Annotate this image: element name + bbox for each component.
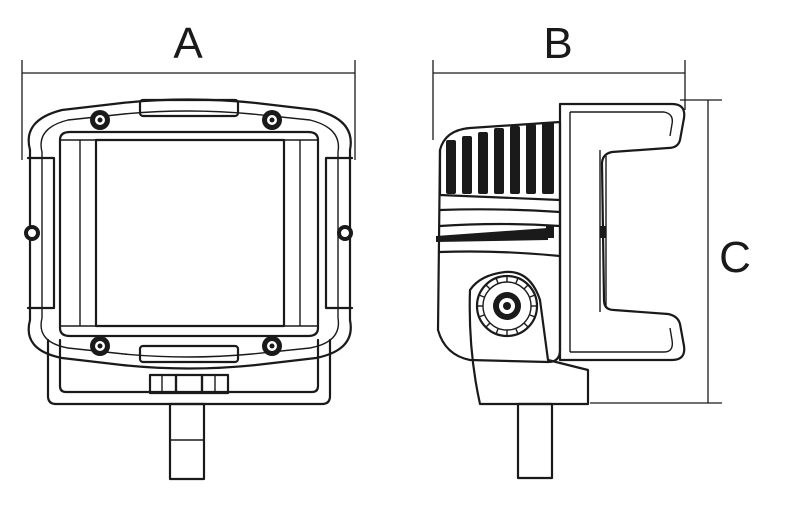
- dimension-label-c: C: [719, 233, 751, 282]
- screw-top-right-icon: [262, 110, 282, 130]
- dimension-a: [21, 60, 356, 160]
- front-housing-outer: [27, 98, 352, 370]
- heat-sink-fins: [436, 122, 562, 258]
- side-mount-stem: [516, 402, 554, 480]
- side-body: [436, 120, 562, 364]
- front-mount-stem: [168, 402, 206, 481]
- front-top-tab: [138, 98, 240, 118]
- side-bracket: [468, 270, 590, 406]
- side-screw-icon: [546, 226, 554, 238]
- front-bracket: [46, 338, 332, 406]
- front-lens-frame: [58, 130, 320, 338]
- side-view: [436, 102, 686, 480]
- screw-top-left-icon: [90, 110, 110, 130]
- front-bottom-tab: [138, 344, 240, 364]
- front-view: [24, 98, 354, 481]
- dimension-label-a: A: [173, 19, 203, 68]
- dimension-b: [432, 60, 686, 140]
- front-lens: [94, 138, 286, 328]
- side-front-bezel: [558, 102, 686, 362]
- screw-bottom-right-icon: [262, 336, 282, 356]
- adjustment-knob-icon: [475, 274, 539, 338]
- screw-left-side-icon: [24, 225, 40, 241]
- dimension-c: [590, 99, 722, 404]
- dimension-label-b: B: [543, 19, 572, 68]
- bracket-nut-left: [148, 373, 178, 395]
- screw-bottom-left-icon: [90, 336, 110, 356]
- screw-right-side-icon: [337, 225, 353, 241]
